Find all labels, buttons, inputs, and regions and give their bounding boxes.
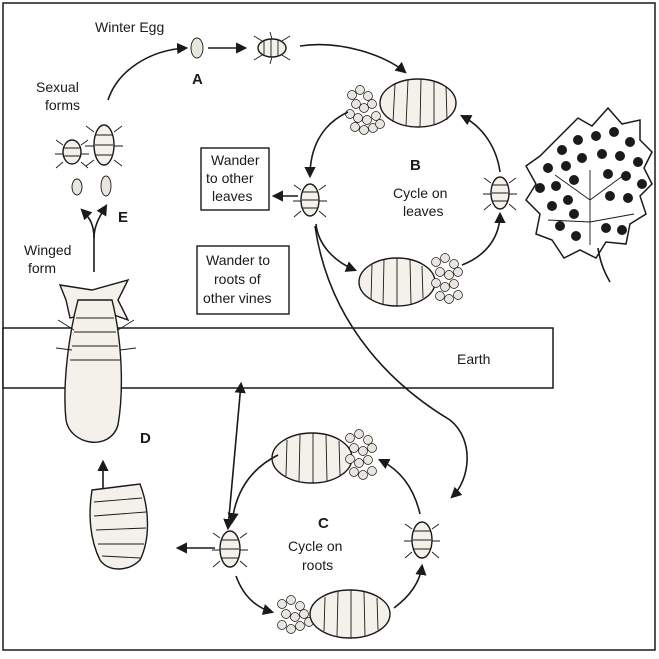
leaf-gall-bottom-insect (359, 254, 463, 307)
stage-c-label: C (318, 515, 329, 532)
stage-d-label: D (140, 430, 151, 447)
root-cycle-right-insect (404, 522, 440, 558)
root-nymph-large-insect (90, 484, 147, 569)
arrow-winged-to-female (94, 206, 106, 238)
leaf-gall-top-insect (346, 79, 457, 135)
cycle-leaves-line1: Cycle on (393, 185, 447, 201)
arrow-root-cycle-4 (380, 460, 420, 514)
winged-form-line1: Winged (24, 242, 71, 258)
leaf-cycle-left-insect (293, 184, 327, 217)
stage-e-label: E (118, 209, 128, 226)
cycle-leaves-line2: leaves (403, 203, 443, 219)
wander-leaves-line2: to other (206, 170, 254, 186)
arrow-winged-to-male (82, 210, 94, 272)
arrow-leaf-cycle-4 (462, 116, 500, 172)
wander-leaves-line3: leaves (212, 188, 252, 204)
arrow-root-cycle-3 (394, 566, 422, 608)
wander-roots-line2: roots of (214, 271, 261, 287)
sexual-forms-line2: forms (45, 97, 80, 113)
root-gall-bottom-insect (278, 590, 391, 638)
root-cycle-left-insect (212, 531, 248, 567)
winged-form-line2: form (28, 260, 56, 276)
grape-leaf-icon (526, 108, 652, 282)
cycle-roots-line2: roots (302, 557, 333, 573)
stage-a-label: A (192, 71, 203, 88)
female-egg (101, 176, 111, 196)
winter-egg-label: Winter Egg (95, 19, 164, 35)
arrow-nymph-to-leaf-cycle (300, 45, 405, 72)
male-egg (72, 179, 82, 195)
arrow-leaf-cycle-3 (462, 214, 500, 265)
stage-b-label: B (410, 157, 421, 174)
arrow-root-cycle-2 (236, 576, 272, 612)
wander-roots-line3: other vines (203, 290, 271, 306)
wander-roots-line1: Wander to (206, 252, 270, 268)
arrow-leaf-cycle-1 (310, 112, 348, 176)
nymph-a-insect (254, 32, 290, 64)
arrow-root-cycle-1 (232, 455, 278, 522)
winter-egg (191, 38, 203, 58)
sexual-male-insect (55, 140, 89, 168)
sexual-forms-line1: Sexual (36, 79, 79, 95)
wander-leaves-line1: Wander (211, 152, 260, 168)
sexual-female-insect (85, 125, 123, 166)
arrow-sexual-to-egg (108, 48, 186, 100)
cycle-roots-line1: Cycle on (288, 538, 342, 554)
root-gall-top-insect (272, 430, 377, 484)
earth-label: Earth (457, 351, 490, 367)
leaf-cycle-right-insect (483, 177, 517, 210)
arrow-leaf-cycle-2 (316, 224, 355, 270)
